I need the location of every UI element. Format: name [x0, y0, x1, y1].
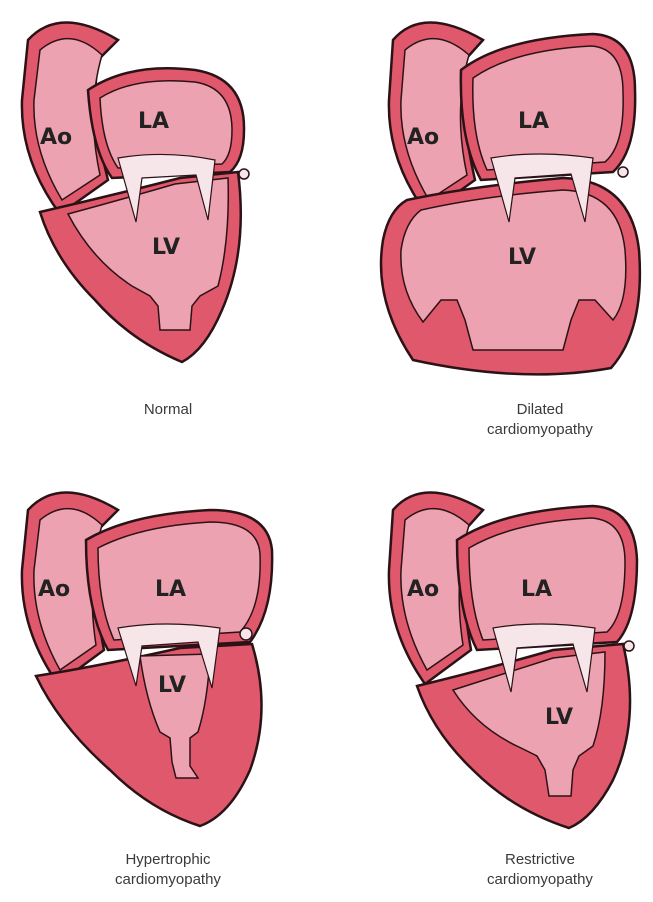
label-aorta: Ao [407, 125, 439, 150]
caption-normal: Normal [48, 400, 288, 420]
label-left-ventricle: LV [545, 705, 573, 730]
caption-line-2: cardiomyopathy [420, 420, 653, 440]
label-left-atrium: LA [518, 109, 549, 134]
label-left-ventricle: LV [152, 235, 180, 260]
caption-restrictive: Restrictive cardiomyopathy [420, 850, 653, 890]
label-aorta: Ao [38, 577, 70, 602]
caption-line-1: Hypertrophic [48, 850, 288, 870]
coronary-vessel [240, 628, 252, 640]
label-left-atrium: LA [138, 109, 169, 134]
caption-dilated: Dilated cardiomyopathy [420, 400, 653, 440]
label-left-atrium: LA [155, 577, 186, 602]
label-aorta: Ao [407, 577, 439, 602]
label-left-ventricle: LV [508, 245, 536, 270]
coronary-vessel [239, 169, 249, 179]
label-aorta: Ao [40, 125, 72, 150]
label-left-atrium: LA [521, 577, 552, 602]
caption-line-1: Normal [48, 400, 288, 420]
caption-line-2: cardiomyopathy [420, 870, 653, 890]
caption-line-1: Dilated [420, 400, 653, 420]
heart-diagram-hypertrophic: Ao LA LV [0, 470, 290, 840]
label-left-ventricle: LV [158, 673, 186, 698]
heart-diagram-restrictive: Ao LA LV [373, 470, 653, 840]
caption-line-1: Restrictive [420, 850, 653, 870]
coronary-vessel [624, 641, 634, 651]
caption-line-2: cardiomyopathy [48, 870, 288, 890]
caption-hypertrophic: Hypertrophic cardiomyopathy [48, 850, 288, 890]
coronary-vessel [618, 167, 628, 177]
heart-diagram-dilated: Ao LA LV [373, 0, 653, 390]
heart-diagram-normal: Ao LA LV [0, 0, 280, 380]
